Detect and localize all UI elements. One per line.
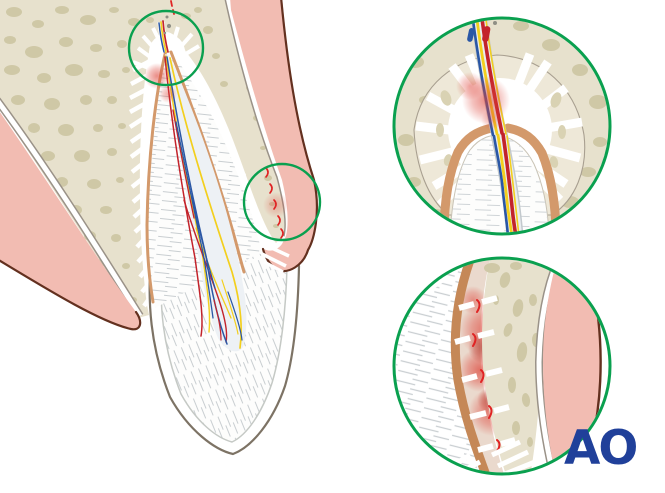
torn-fiber-stubs xyxy=(454,295,516,453)
pdl-apex-fan xyxy=(132,26,201,72)
highlight-circle-lateral xyxy=(242,162,322,242)
inset-lateral-bone xyxy=(482,259,556,473)
avulsion-dashes xyxy=(163,0,175,35)
pulp-chamber xyxy=(165,54,247,352)
pulp-vessels xyxy=(164,55,243,349)
inset-apical-hemorrhage xyxy=(456,72,510,131)
cementum-right xyxy=(169,50,246,274)
inset-lateral-cortical xyxy=(534,259,562,473)
inset-lateral-border xyxy=(392,256,612,476)
gingival-fibers xyxy=(261,242,290,274)
ao-logo: AO xyxy=(564,421,636,476)
inset-apical xyxy=(392,16,612,236)
lateral-trauma xyxy=(263,167,289,239)
torn-fiber-tears xyxy=(472,299,501,452)
severed-vessel-stumps xyxy=(467,19,497,43)
inset-apical-canal xyxy=(490,132,524,233)
inset-lateral-bone-spots xyxy=(484,262,540,447)
inset-apical-cementum xyxy=(439,123,561,233)
inset-lateral-cementum xyxy=(450,259,492,473)
main-illustration xyxy=(0,0,322,456)
inset-apical-border xyxy=(392,16,612,236)
gingiva-left xyxy=(0,112,142,331)
alveolar-bone xyxy=(0,0,285,318)
highlight-circle-apical xyxy=(127,9,205,87)
cortical-plate-left xyxy=(0,97,144,319)
